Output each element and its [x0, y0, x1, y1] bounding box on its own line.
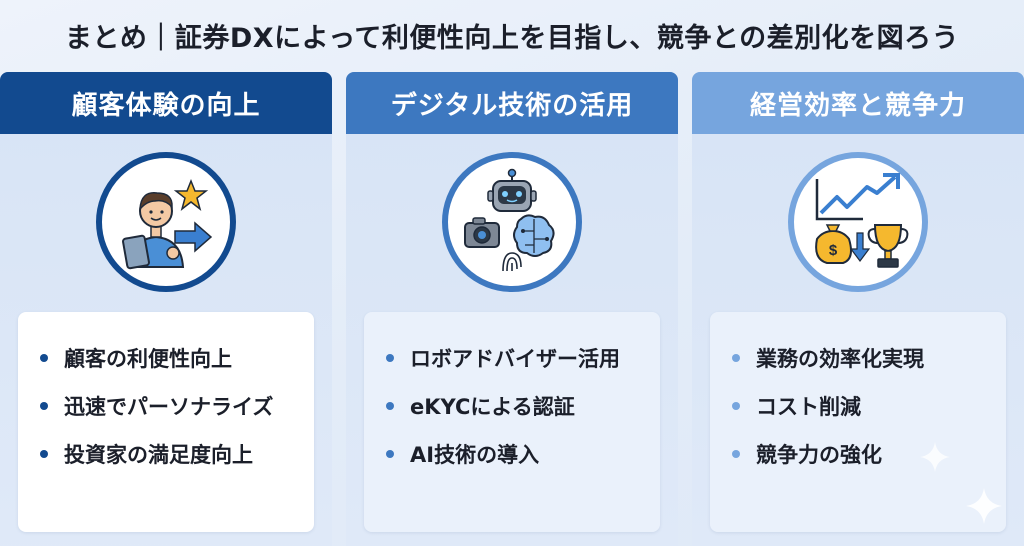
sparkle-icon	[966, 488, 1002, 524]
list-item: コスト削減	[732, 382, 1006, 430]
column-header: 顧客体験の向上	[0, 72, 332, 134]
list-item: 顧客の利便性向上	[40, 334, 314, 382]
bullet-icon	[732, 450, 740, 458]
list-item: 競争力の強化	[732, 430, 1006, 478]
customer-tablet-icon	[96, 152, 236, 292]
list-item: 業務の効率化実現	[732, 334, 1006, 382]
bullet-icon	[386, 354, 394, 362]
bullet-icon	[386, 450, 394, 458]
benefits-card: 顧客の利便性向上 迅速でパーソナライズ 投資家の満足度向上	[18, 312, 314, 532]
bullet-icon	[732, 402, 740, 410]
sparkle-icon	[920, 442, 950, 472]
column-digital-technology: デジタル技術の活用	[346, 72, 678, 546]
list-item: eKYCによる認証	[386, 382, 660, 430]
list-item: 投資家の満足度向上	[40, 430, 314, 478]
bullet-icon	[40, 450, 48, 458]
results-card: 業務の効率化実現 コスト削減 競争力の強化	[710, 312, 1006, 532]
list-item: ロボアドバイザー活用	[386, 334, 660, 382]
svg-text:$: $	[829, 242, 838, 259]
column-header: 経営効率と競争力	[692, 72, 1024, 134]
page-title: まとめ｜証券DXによって利便性向上を目指し、競争との差別化を図ろう	[64, 22, 960, 54]
features-card: ロボアドバイザー活用 eKYCによる認証 AI技術の導入	[364, 312, 660, 532]
bullet-icon	[40, 402, 48, 410]
bullet-icon	[732, 354, 740, 362]
bullet-icon	[386, 402, 394, 410]
column-customer-experience: 顧客体験の向上 顧客の利便性向上 迅速でパーソナライズ 投	[0, 72, 332, 546]
robot-tech-icon	[442, 152, 582, 292]
bullet-icon	[40, 354, 48, 362]
list-item: AI技術の導入	[386, 430, 660, 478]
growth-trophy-icon: $	[788, 152, 928, 292]
column-header: デジタル技術の活用	[346, 72, 678, 134]
list-item: 迅速でパーソナライズ	[40, 382, 314, 430]
column-efficiency-competitiveness: 経営効率と競争力 $ 業務の効率化実現 コスト削減 競争力の強化	[692, 72, 1024, 546]
